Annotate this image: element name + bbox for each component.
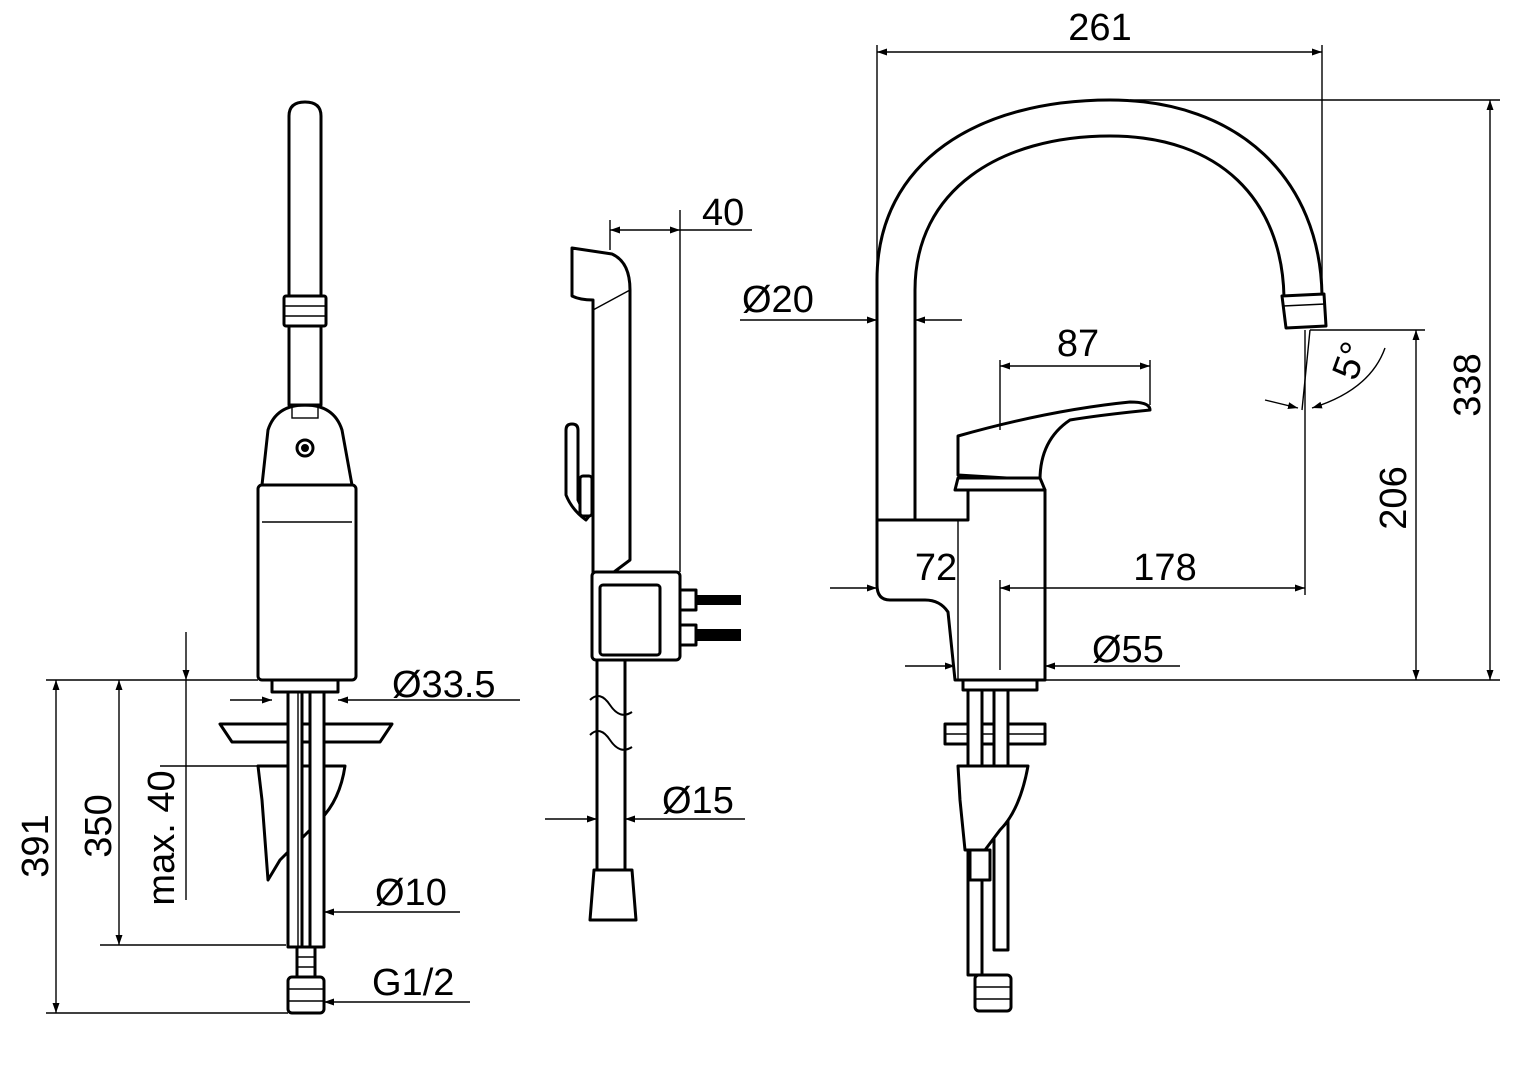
dim-lever-length: 87 bbox=[1057, 323, 1099, 365]
front-body bbox=[256, 483, 358, 682]
dim-shank-diameter: Ø33.5 bbox=[392, 664, 496, 706]
dim-width-total: 261 bbox=[1068, 7, 1131, 49]
dim-hose-diameter: Ø15 bbox=[662, 780, 734, 822]
front-view bbox=[218, 100, 394, 1015]
dim-depth-total: 391 bbox=[15, 814, 57, 877]
side-hose-nipple-lower bbox=[695, 629, 741, 641]
dim-max-counter: max. 40 bbox=[141, 770, 183, 905]
profile-dimensions: 261 338 206 Ø20 87 5° 72 178 Ø55 bbox=[740, 7, 1500, 681]
dim-tube-diameter: Ø10 bbox=[375, 872, 447, 914]
dim-depth-hose: 350 bbox=[78, 794, 120, 857]
front-spout-tube bbox=[287, 100, 323, 407]
dim-thread: G1/2 bbox=[372, 962, 454, 1004]
profile-spout-arc bbox=[875, 98, 1324, 522]
front-dimensions: 391 350 max. 40 Ø33.5 Ø10 G1/2 bbox=[15, 632, 520, 1014]
dim-body-diameter: Ø55 bbox=[1092, 629, 1164, 671]
side-lever bbox=[564, 422, 592, 522]
front-aerator-ring bbox=[282, 294, 328, 328]
side-hose-nipple-upper bbox=[695, 595, 741, 605]
side-view bbox=[564, 246, 741, 922]
side-spray-head bbox=[570, 246, 632, 577]
profile-lever bbox=[956, 400, 1152, 482]
front-tube-left bbox=[286, 690, 304, 949]
profile-connection-nut bbox=[973, 973, 1013, 1013]
dim-height-total: 338 bbox=[1447, 353, 1489, 416]
dim-outlet-reach: 178 bbox=[1133, 547, 1196, 589]
profile-body bbox=[875, 488, 1047, 682]
front-connection-nut bbox=[286, 975, 326, 1015]
dim-spout-projection: 40 bbox=[702, 192, 744, 234]
dim-spray-angle: 5° bbox=[1325, 337, 1377, 386]
profile-fixing-bracket bbox=[956, 764, 1030, 852]
front-tube-right bbox=[308, 690, 326, 949]
dim-outlet-height: 206 bbox=[1373, 466, 1415, 529]
dim-spout-diameter: Ø20 bbox=[742, 279, 814, 321]
side-hose-end bbox=[588, 868, 638, 922]
side-dimensions: 40 Ø15 bbox=[545, 192, 752, 823]
side-break-line bbox=[589, 695, 633, 716]
front-counter-plate bbox=[218, 722, 394, 744]
profile-aerator bbox=[1280, 292, 1328, 330]
front-shank bbox=[270, 678, 340, 694]
dim-body-offset: 72 bbox=[915, 547, 957, 589]
